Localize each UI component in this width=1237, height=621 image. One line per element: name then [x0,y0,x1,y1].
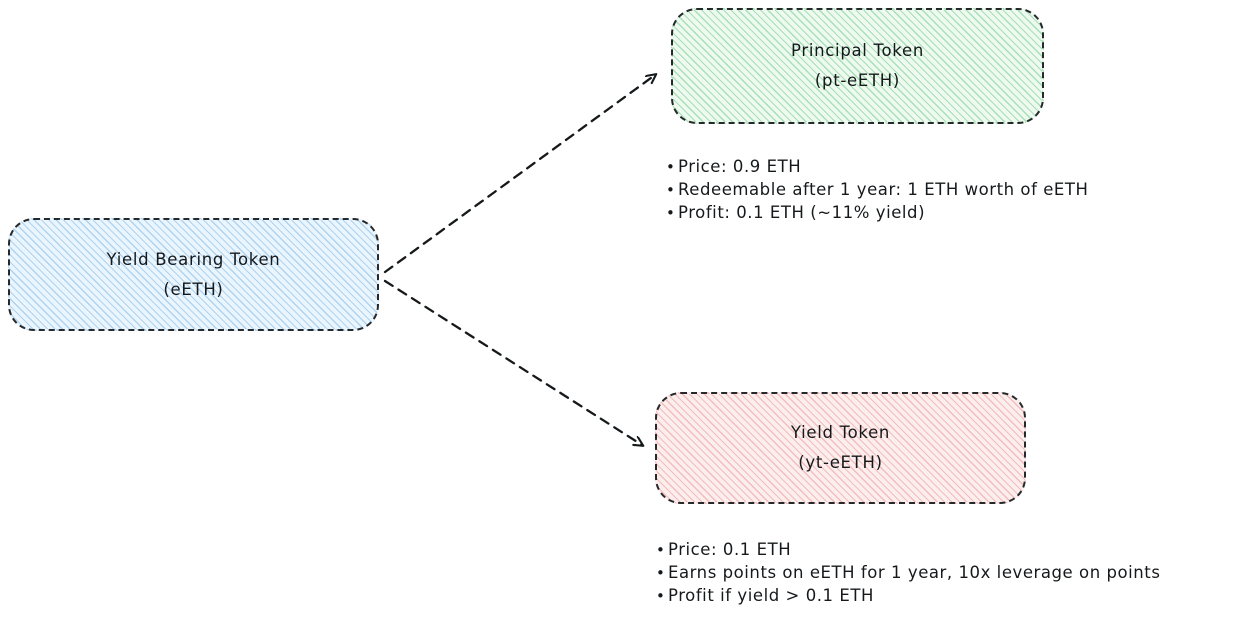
yield-bullet-3: Profit if yield > 0.1 ETH [668,586,874,605]
list-item: • Earns points on eETH for 1 year, 10x l… [656,561,1160,584]
node-yield-bearing-token-line2: (eETH) [163,279,224,299]
node-principal-token-line2: (pt-eETH) [814,71,901,90]
bullet-icon: • [656,541,665,559]
bullet-icon: • [656,587,665,605]
node-yield-bearing-token[interactable]: Yield Bearing Token (eETH) [8,218,379,331]
node-principal-token-line1: Principal Token [790,41,924,60]
principal-token-bullet-list: • Price: 0.9 ETH • Redeemable after 1 ye… [666,155,1089,224]
yield-bullet-2: Earns points on eETH for 1 year, 10x lev… [668,563,1161,582]
yield-token-bullet-list: • Price: 0.1 ETH • Earns points on eETH … [656,538,1160,607]
node-yield-token[interactable]: Yield Token (yt-eETH) [655,392,1026,504]
node-yield-bearing-token-line1: Yield Bearing Token [106,249,281,269]
list-item: • Profit if yield > 0.1 ETH [656,584,1160,607]
edge-source-to-principal [383,75,655,274]
node-yield-token-line2: (yt-eETH) [798,453,883,472]
bullet-icon: • [666,204,675,222]
principal-bullet-3: Profit: 0.1 ETH (~11% yield) [678,203,926,222]
node-principal-token[interactable]: Principal Token (pt-eETH) [671,8,1044,124]
bullet-icon: • [656,564,665,582]
yield-bullet-1: Price: 0.1 ETH [668,540,792,559]
list-item: • Price: 0.9 ETH [666,155,1089,178]
list-item: • Redeemable after 1 year: 1 ETH worth o… [666,178,1089,201]
list-item: • Price: 0.1 ETH [656,538,1160,561]
principal-bullet-1: Price: 0.9 ETH [678,157,802,176]
node-yield-token-line1: Yield Token [790,423,891,442]
bullet-icon: • [666,181,675,199]
list-item: • Profit: 0.1 ETH (~11% yield) [666,201,1089,224]
bullet-icon: • [666,158,675,176]
principal-bullet-2: Redeemable after 1 year: 1 ETH worth of … [678,180,1089,199]
edge-source-to-yield [383,279,642,445]
